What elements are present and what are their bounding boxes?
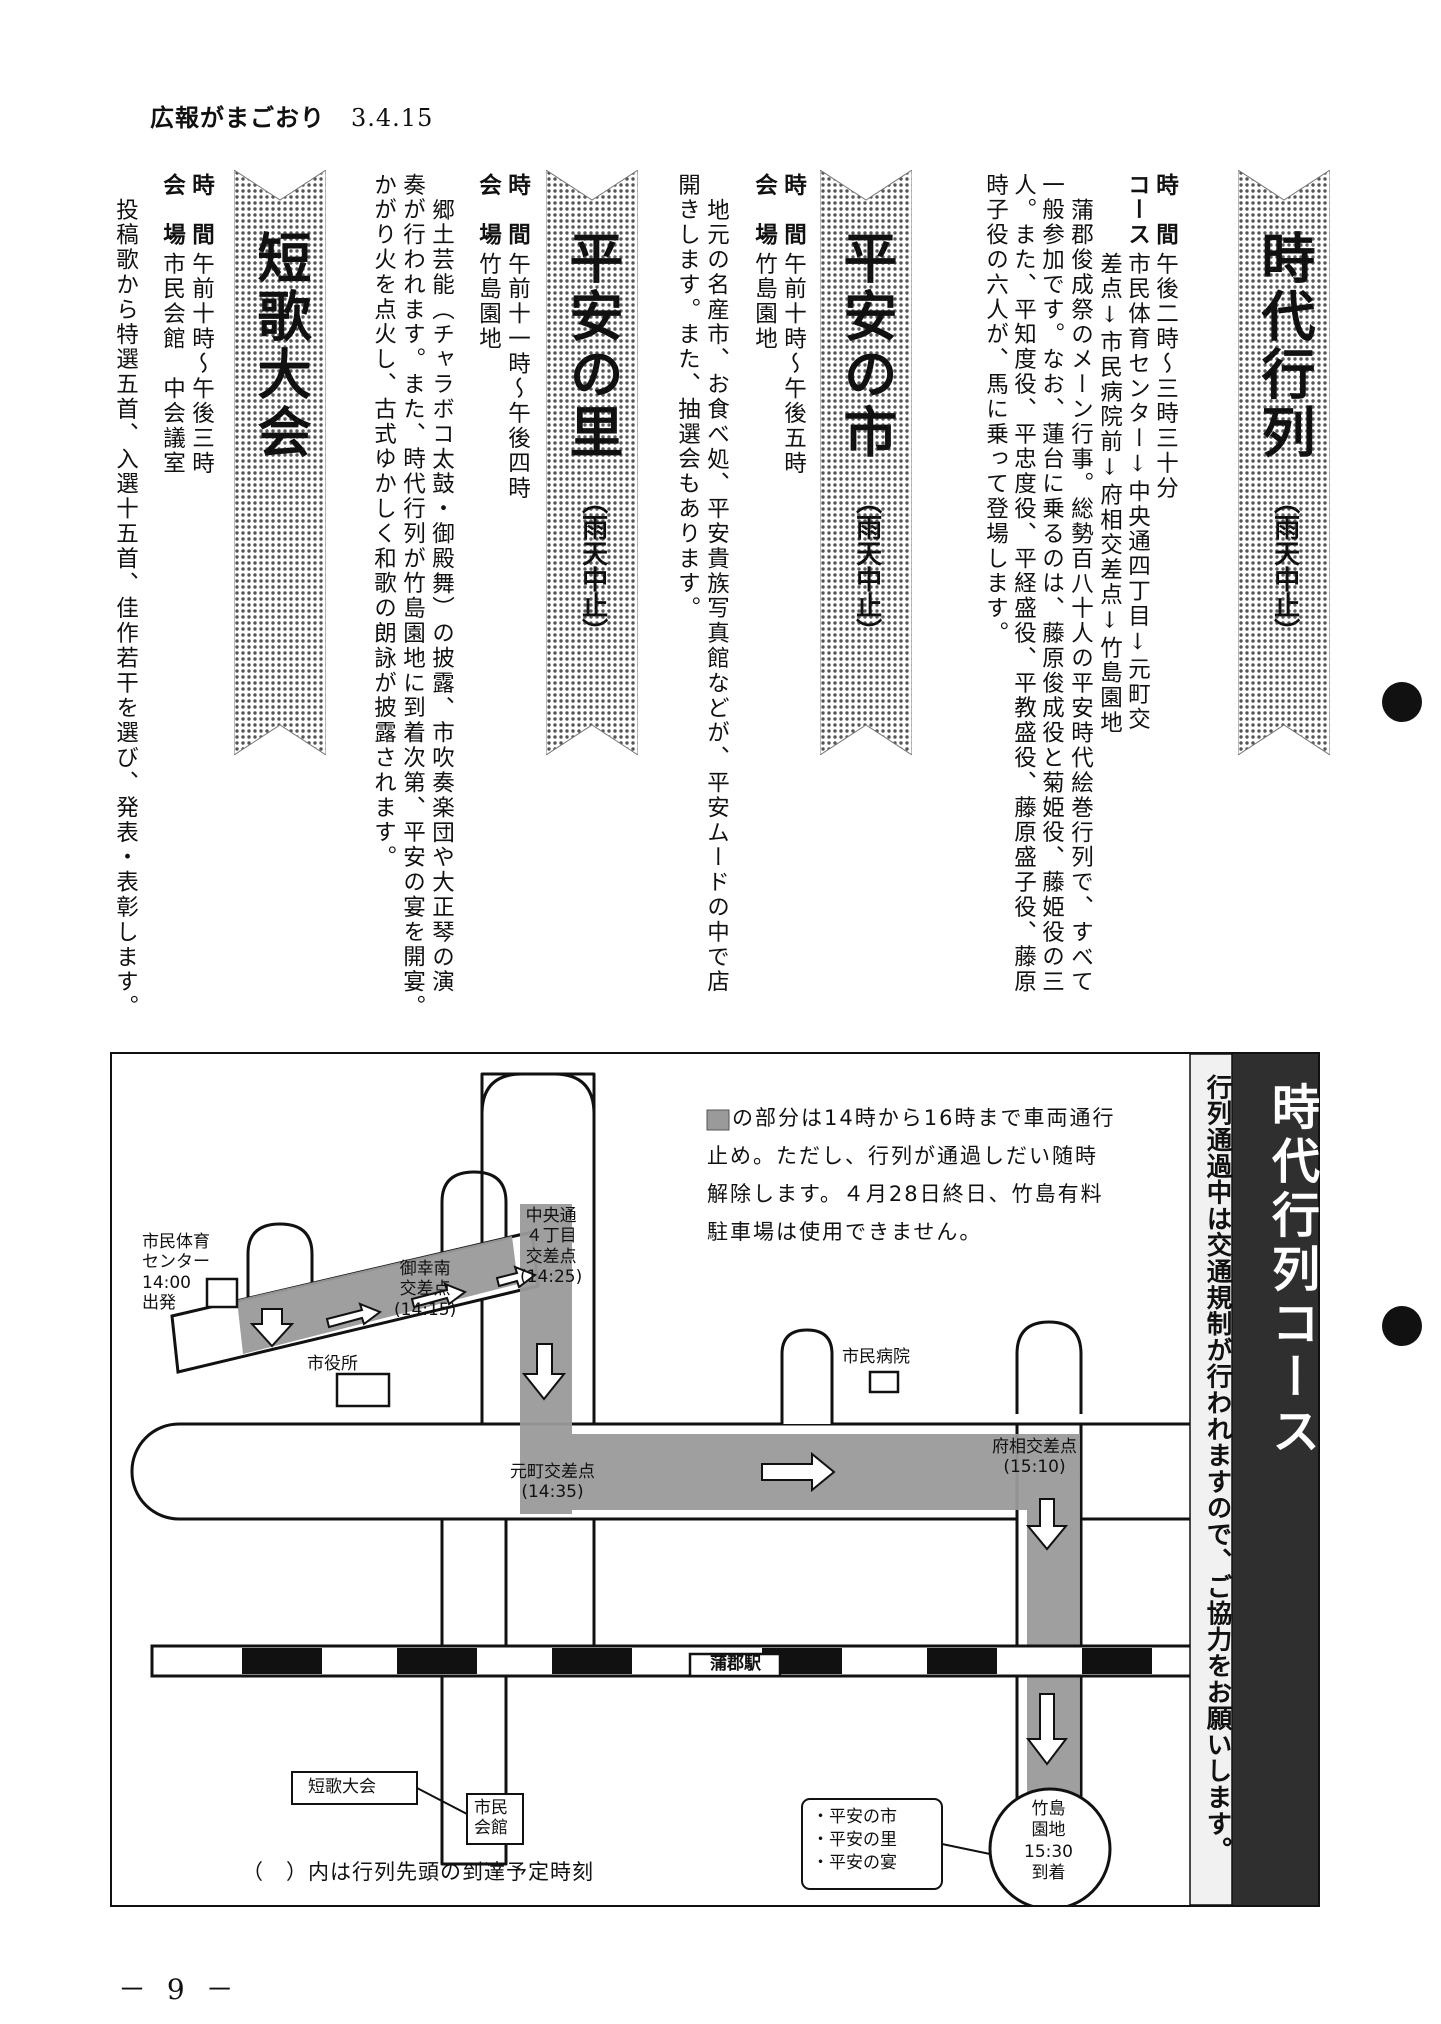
time-label: 時 間 xyxy=(188,173,215,248)
notice-line: の部分は14時から16時まで車両通行 xyxy=(732,1106,1116,1130)
paragraph-line: かがり火を点火し、古式ゆかしく和歌の朗詠が披露されます。 xyxy=(370,173,397,871)
binding-hole xyxy=(1382,1306,1422,1346)
venue-value: 竹島園地 xyxy=(475,252,502,352)
venue-value: 市民会館 中会議室 xyxy=(159,252,186,477)
time-value: 午前十時～午後五時 xyxy=(780,252,807,477)
course-label: コース xyxy=(1124,173,1151,248)
notice-line: 止め。ただし、行列が通過しだい随時 xyxy=(707,1144,1098,1168)
time-label: 時 間 xyxy=(504,173,531,248)
notice-line: 解除します。４月28日終日、竹島有料 xyxy=(707,1182,1104,1206)
ribbon-sato: 平安の里 （雨天中止） xyxy=(546,170,638,755)
time-value: 午前十一時～午後四時 xyxy=(504,252,531,501)
rain-note: （雨天中止） xyxy=(1269,488,1300,644)
time-value: 午後二時～三時三十分 xyxy=(1152,252,1179,501)
motomachi-intersection-label: 元町交差点(14:35) xyxy=(510,1462,595,1503)
map-footnote: （ ）内は行列先頭の到達予定時刻 xyxy=(242,1860,594,1884)
tanka-event-label: 短歌大会 xyxy=(308,1777,376,1797)
rain-note: （雨天中止） xyxy=(851,488,882,644)
ribbon-tanka: 短歌大会 xyxy=(234,170,326,755)
section-title: 平安の市 xyxy=(834,230,898,462)
ribbon-shape xyxy=(546,170,638,755)
course-value-2: 差点↓市民病院前↓府相交差点↓竹島園地 xyxy=(1096,252,1123,736)
binding-hole xyxy=(1382,682,1422,722)
ribbon-shape xyxy=(820,170,912,755)
events-list: ・平安の市・平安の里・平安の宴 xyxy=(812,1807,897,1873)
misaki-intersection-label: 御幸南交差点(14:15) xyxy=(394,1259,457,1320)
paragraph-line: 一般参加です。なお、蓮台に乗るのは、藤原俊成役と菊姫役、藤姫役の三 xyxy=(1038,173,1065,995)
time-label: 時 間 xyxy=(780,173,807,248)
station-label: 蒲郡駅 xyxy=(710,1654,761,1674)
section-title: 平安の里 xyxy=(560,230,624,462)
paragraph-line: 人。また、平知度役、平忠度役、平経盛役、平教盛役、藤原盛子役、藤原 xyxy=(1010,173,1037,995)
route-map: 時代行列コース 行列通過中は交通規制が行われますので、ご協力をお願いします。 の… xyxy=(110,1052,1320,1907)
page-number: － 9 － xyxy=(118,1973,240,2006)
paragraph-line: 地元の名産市、お食べ処、平安貴族写真館などが、平安ムードの中で店 xyxy=(703,198,730,995)
hospital-label: 市民病院 xyxy=(842,1347,910,1367)
publication-date: 3.4.15 xyxy=(351,104,434,132)
section-title: 時代行列 xyxy=(1252,230,1316,462)
time-label: 時 間 xyxy=(1152,173,1179,248)
ribbon-shape xyxy=(234,170,326,755)
paragraph-line: 時子役の六人が、馬に乗って登場します。 xyxy=(982,173,1009,647)
map-side-title: 時代行列コース xyxy=(1263,1082,1319,1460)
rain-note: （雨天中止） xyxy=(577,488,608,644)
ribbon-jidai: 時代行列 （雨天中止） xyxy=(1238,170,1330,755)
venue-value: 竹島園地 xyxy=(751,252,778,352)
city-hall-label: 市役所 xyxy=(307,1354,358,1374)
venue-label: 会 場 xyxy=(475,173,502,248)
paragraph-line: 郷土芸能（チャラボコ太鼓・御殿舞）の披露、市吹奏楽団や大正琴の演 xyxy=(428,198,455,995)
paragraph-line: 奏が行われます。また、時代行列が竹島園地に到着次第、平安の宴を開宴。 xyxy=(399,173,426,1020)
venue-label: 会 場 xyxy=(751,173,778,248)
time-value: 午前十時～午後三時 xyxy=(188,252,215,477)
ribbon-ichi: 平安の市 （雨天中止） xyxy=(820,170,912,755)
publication-title: 広報がまごおり xyxy=(150,104,325,132)
ribbon-shape xyxy=(1238,170,1330,755)
section-title: 短歌大会 xyxy=(248,230,312,462)
paragraph-line: 蒲郡俊成祭のメーン行事。総勢百八十人の平安時代絵巻行列で、すべて xyxy=(1067,198,1094,995)
notice-line: 駐車場は使用できません。 xyxy=(707,1220,983,1244)
paragraph-line: 開きします。また、抽選会もあります。 xyxy=(674,173,701,622)
civic-hall-label: 市民会館 xyxy=(474,1798,508,1839)
fuso-intersection-label: 府相交差点(15:10) xyxy=(992,1437,1077,1478)
venue-label: 会 場 xyxy=(159,173,186,248)
paragraph-line: 投稿歌から特選五首、入選十五首、佳作若干を選び、発表・表彰します。 xyxy=(112,198,139,1020)
page-header: 広報がまごおり 3.4.15 xyxy=(150,98,433,133)
road-map-drawing xyxy=(130,1054,1318,1905)
course-value-1: 市民体育センター↓中央通四丁目↓元町交 xyxy=(1124,252,1151,733)
map-side-note: 行列通過中は交通規制が行われますので、ご協力をお願いします。 xyxy=(1202,1074,1232,1863)
